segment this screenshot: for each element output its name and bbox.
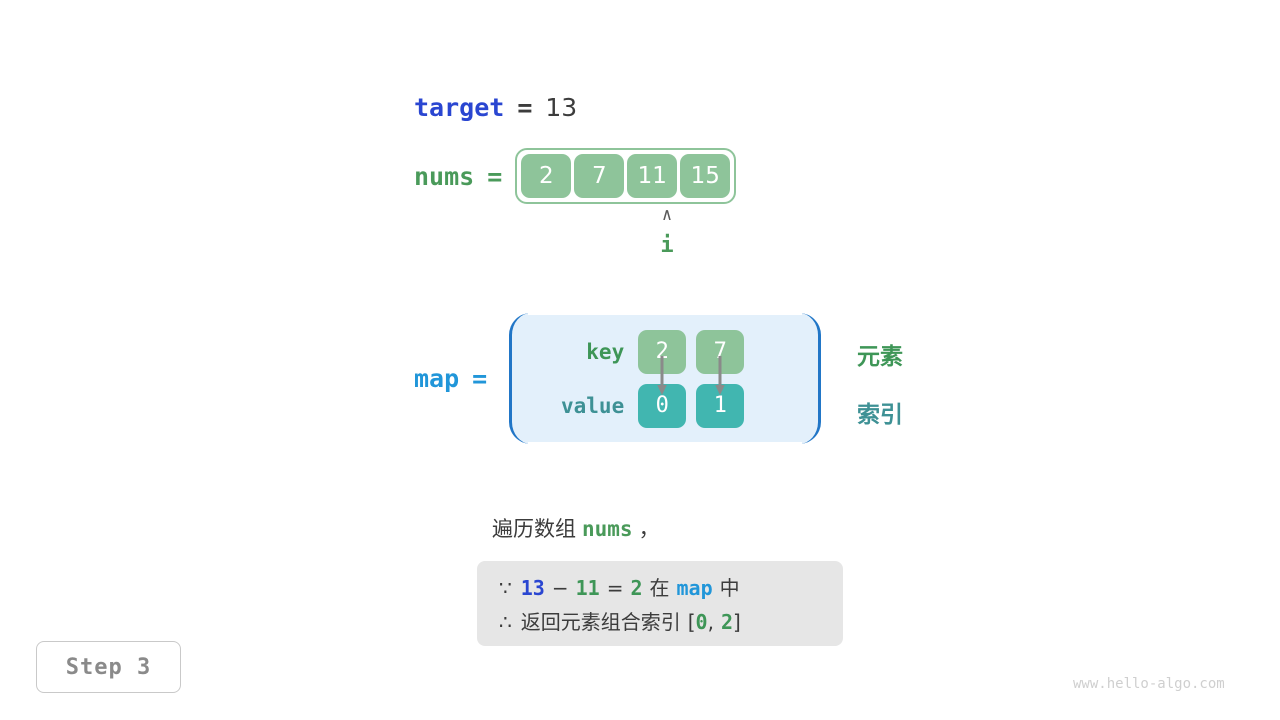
side-label-element: 元素	[857, 344, 903, 370]
because-symbol-icon: ∵	[499, 576, 512, 600]
map-value-cell: 0	[638, 383, 687, 428]
map-variable-label: map	[414, 364, 460, 393]
side-label-index: 索引	[857, 402, 903, 428]
target-equals-sign: =	[517, 93, 533, 122]
index-pointer: ∧ i	[642, 205, 692, 259]
map-row: map = key value 2 0	[414, 310, 822, 447]
premise-current-value: 11	[575, 576, 600, 600]
map-row-labels: key value	[538, 330, 624, 428]
map-entry-columns: 2 0 7 1	[638, 329, 745, 428]
map-panel-inner: key value 2 0 7 1	[512, 329, 818, 428]
conclusion-bracket-close: ]	[733, 610, 741, 634]
premise-map-word: map	[676, 576, 713, 600]
conclusion-comma: ,	[707, 610, 714, 634]
map-panel: key value 2 0 7 1	[509, 310, 822, 447]
pointer-caret-icon: ∧	[661, 205, 673, 225]
nums-cell: 11	[627, 154, 678, 198]
map-key-row-label: key	[586, 339, 625, 364]
nums-variable-label: nums	[414, 161, 475, 191]
step-badge: Step 3	[36, 641, 181, 693]
premise-target-value: 13	[520, 576, 545, 600]
map-value-row-label: value	[561, 393, 625, 418]
premise-in-word: 在	[649, 576, 670, 600]
therefore-symbol-icon: ∴	[499, 610, 512, 634]
map-side-labels: 元素 索引	[857, 337, 903, 429]
conclusion-bracket-open: [	[687, 610, 696, 634]
target-row: target = 13	[414, 93, 577, 122]
premise-complement-value: 2	[630, 576, 643, 600]
caption-code: nums	[582, 517, 633, 541]
premise-minus-sign: −	[551, 576, 569, 600]
nums-cell: 2	[521, 154, 572, 198]
conclusion-index-second: 2	[720, 610, 733, 634]
premise-equals-sign: =	[606, 576, 624, 600]
reasoning-box: ∵ 13 − 11 = 2 在 map 中 ∴ 返回元素组合索引 [ 0 , 2	[477, 561, 843, 646]
map-entry: 7 1	[696, 329, 745, 428]
nums-array-container: 2 7 11 15	[515, 148, 737, 204]
map-entry: 2 0	[638, 329, 687, 428]
map-equals-sign: =	[472, 364, 488, 393]
nums-row: nums = 2 7 11 15	[414, 148, 737, 204]
conclusion-text: 返回元素组合索引	[520, 610, 681, 634]
target-value: 13	[545, 93, 578, 122]
caption-suffix: ，	[638, 517, 660, 541]
premise-tail-word: 中	[719, 576, 740, 600]
reasoning-line-conclusion: ∴ 返回元素组合索引 [ 0 , 2 ]	[499, 606, 821, 635]
map-value-cell: 1	[696, 383, 745, 428]
nums-equals-sign: =	[487, 161, 503, 191]
reasoning-line-premise: ∵ 13 − 11 = 2 在 map 中	[499, 572, 821, 601]
nums-cell: 7	[574, 154, 625, 198]
map-key-cell: 2	[638, 329, 687, 374]
nums-cell: 15	[680, 154, 731, 198]
watermark: www.hello-algo.com	[1073, 676, 1225, 692]
conclusion-index-first: 0	[695, 610, 708, 634]
map-key-cell: 7	[696, 329, 745, 374]
target-variable-label: target	[414, 93, 505, 122]
caption-prefix: 遍历数组	[492, 517, 576, 541]
pointer-label: i	[660, 233, 674, 258]
